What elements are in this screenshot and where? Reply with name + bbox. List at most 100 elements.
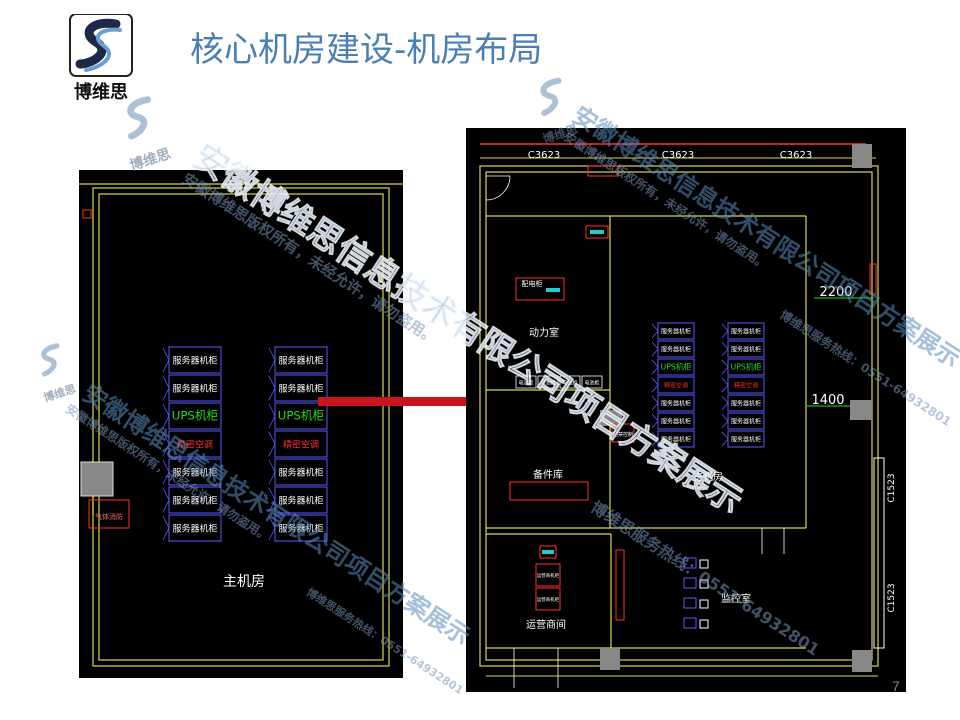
rack bbox=[274, 402, 328, 430]
ops-cable-tray bbox=[615, 549, 625, 621]
rack-label: 服务器机柜 bbox=[731, 345, 761, 353]
top-fixture bbox=[587, 165, 619, 177]
watermark-logo: 博维思 bbox=[28, 335, 85, 405]
rack bbox=[657, 322, 695, 340]
right-floor-plan: C3623 C3623 C3623 C1523 C1523 2200 1400 … bbox=[466, 128, 906, 692]
rack bbox=[657, 412, 695, 430]
rack bbox=[168, 430, 222, 458]
rack bbox=[274, 430, 328, 458]
slide-number: 7 bbox=[892, 678, 900, 694]
rack bbox=[657, 394, 695, 412]
ops-rack-label: 运营商机柜 bbox=[537, 572, 560, 579]
rack bbox=[168, 458, 222, 486]
watermark-logo-mark bbox=[127, 96, 152, 140]
rack-label: 服务器机柜 bbox=[278, 494, 323, 506]
left-plan-walls bbox=[79, 183, 403, 667]
right-plan-background bbox=[466, 128, 906, 692]
rack-label: 服务器机柜 bbox=[172, 382, 217, 394]
dimension-label: 1400 bbox=[811, 393, 844, 408]
left-floor-plan: 气体消防 服务器机柜服务器机柜UPS机柜精密空调服务器机柜服务器机柜服务器机柜 … bbox=[79, 170, 403, 678]
room-label-monitor: 监控室 bbox=[721, 592, 751, 605]
power-cabinet-label: 电池柜 bbox=[540, 380, 555, 387]
rack-label: 精密空调 bbox=[177, 438, 213, 450]
ops-rack-label: 运营商机柜 bbox=[537, 596, 560, 603]
rack bbox=[727, 376, 765, 394]
logo-text: 博维思 bbox=[74, 82, 128, 103]
left-plan-background bbox=[79, 170, 403, 678]
watermark-logo: 博维思 bbox=[525, 69, 590, 148]
monitor-desks bbox=[683, 557, 709, 629]
ac-unit bbox=[542, 550, 554, 554]
rack-label: 服务器机柜 bbox=[661, 435, 691, 443]
power-cabinet-label: 电池柜 bbox=[584, 380, 599, 387]
rack bbox=[274, 458, 328, 486]
rack bbox=[168, 514, 222, 542]
rack-label: 精密空调 bbox=[734, 381, 758, 389]
door-swing bbox=[761, 528, 785, 554]
fixture bbox=[585, 225, 609, 239]
rack-label: 精密空调 bbox=[664, 381, 688, 389]
power-cabinet bbox=[559, 375, 581, 389]
access-control-label: 门禁控制 bbox=[613, 431, 633, 438]
page-title: 核心机房建设-机房布局 bbox=[190, 30, 543, 70]
rack-label: 服务器机柜 bbox=[172, 494, 217, 506]
rack bbox=[274, 514, 328, 542]
rack-label: 服务器机柜 bbox=[172, 522, 217, 534]
rack bbox=[727, 358, 765, 376]
ac-unit bbox=[590, 230, 604, 234]
rack bbox=[727, 322, 765, 340]
logo-mark bbox=[69, 13, 133, 77]
rack-label: 服务器机柜 bbox=[278, 522, 323, 534]
window-label: C3623 bbox=[662, 150, 694, 161]
side-window-label: C1523 bbox=[887, 583, 897, 612]
power-cabinet bbox=[515, 375, 537, 389]
dimension-label: 2200 bbox=[819, 285, 852, 300]
rack bbox=[657, 358, 695, 376]
wall-fixture bbox=[869, 263, 877, 295]
room-label-ops: 运营商间 bbox=[526, 618, 566, 631]
side-window-label: C1523 bbox=[887, 473, 897, 502]
power-cabinet-label: 电池柜 bbox=[562, 380, 577, 387]
rack-label: UPS机柜 bbox=[172, 408, 219, 422]
ac-unit bbox=[546, 288, 560, 292]
column-block bbox=[852, 144, 872, 168]
room-label-power: 动力室 bbox=[529, 326, 559, 339]
left-door-block bbox=[80, 461, 114, 497]
rack-label: 服务器机柜 bbox=[172, 354, 217, 366]
rack-label: UPS机柜 bbox=[731, 361, 762, 371]
rack-label: UPS机柜 bbox=[661, 361, 692, 371]
rack bbox=[274, 486, 328, 514]
left-marker bbox=[82, 209, 92, 219]
rack bbox=[274, 374, 328, 402]
left-room-label: 主机房 bbox=[223, 574, 265, 590]
ops-rack bbox=[535, 563, 561, 587]
rack-label: 服务器机柜 bbox=[172, 466, 217, 478]
rack-label: 服务器机柜 bbox=[731, 399, 761, 407]
ops-fixture bbox=[539, 545, 557, 559]
rack bbox=[168, 402, 222, 430]
access-control-box bbox=[611, 423, 635, 443]
side-window bbox=[873, 457, 885, 649]
rack bbox=[727, 394, 765, 412]
window-label: C3623 bbox=[528, 150, 560, 161]
watermark-logo: 博维思 bbox=[109, 86, 182, 175]
rack-label: 精密空调 bbox=[283, 438, 319, 450]
rack bbox=[168, 486, 222, 514]
distribution-box-label: 配电柜 bbox=[522, 279, 543, 288]
distribution-box bbox=[515, 277, 565, 301]
door-block bbox=[600, 648, 620, 670]
door-block bbox=[600, 410, 622, 426]
rack bbox=[168, 346, 222, 374]
watermark-logo-mark bbox=[41, 343, 60, 377]
rack bbox=[657, 376, 695, 394]
rack bbox=[727, 340, 765, 358]
door-swing bbox=[485, 175, 511, 201]
rack-label: UPS机柜 bbox=[278, 408, 325, 422]
rack-label: 服务器机柜 bbox=[731, 327, 761, 335]
rack-label: 服务器机柜 bbox=[661, 399, 691, 407]
rack-label: 服务器机柜 bbox=[661, 417, 691, 425]
